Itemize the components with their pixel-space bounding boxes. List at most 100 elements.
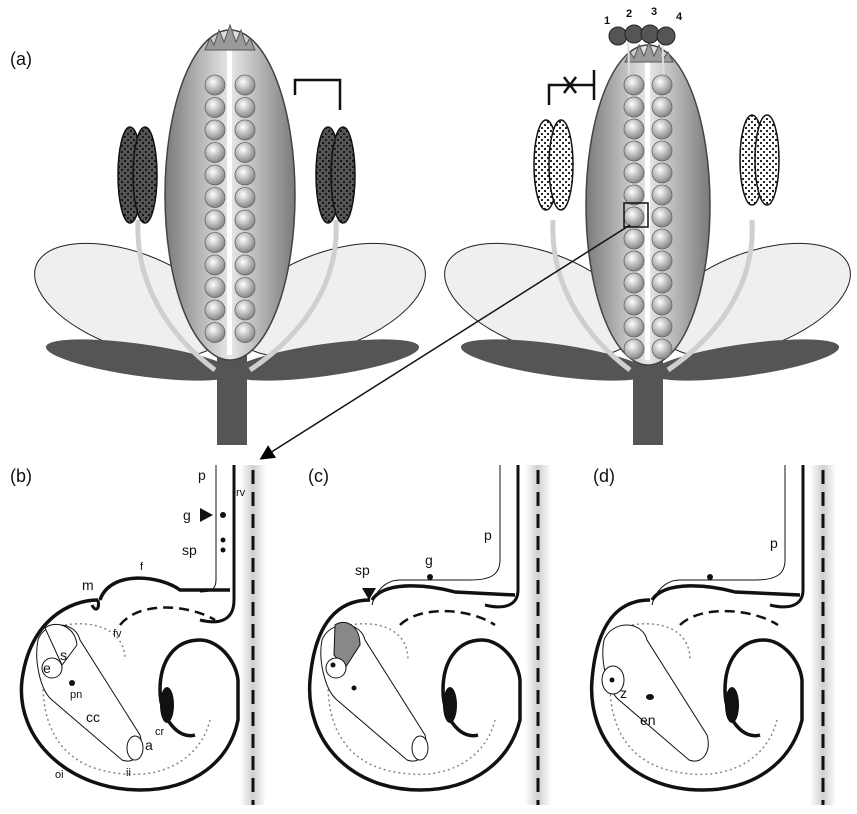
ovule (652, 339, 672, 359)
endosperm-sac (603, 625, 708, 761)
label-p: p (484, 527, 492, 543)
label-en: en (640, 712, 656, 728)
label-rv: rv (236, 487, 246, 499)
central-cell (37, 625, 142, 761)
ovule (624, 251, 644, 271)
egg-cell (326, 658, 346, 678)
ovule (235, 143, 255, 163)
label-g: g (183, 507, 191, 523)
zygote-nucleus (610, 678, 615, 683)
ovule (652, 141, 672, 161)
ovule (205, 98, 225, 118)
label-oi: oi (55, 769, 64, 781)
panel-label-d: (d) (593, 466, 615, 486)
ovule (205, 278, 225, 298)
ovule (624, 185, 644, 205)
pollen-grain (625, 25, 643, 43)
flower-left (20, 25, 441, 445)
ovule (235, 233, 255, 253)
label-p: p (770, 535, 778, 551)
endosperm-nucleus (646, 694, 654, 700)
label-z: z (620, 685, 627, 701)
ovule (235, 300, 255, 320)
placenta-wall (200, 465, 234, 622)
ovule (235, 255, 255, 275)
ovule (652, 207, 672, 227)
label-ii: ii (126, 767, 131, 779)
ovule (235, 98, 255, 118)
label-m: m (82, 577, 94, 593)
ovule (652, 75, 672, 95)
ovule (652, 229, 672, 249)
pollination-bracket (295, 80, 340, 110)
chalaza (725, 687, 739, 723)
funicular-vascular (120, 608, 215, 626)
ovule (652, 119, 672, 139)
ovule (235, 75, 255, 95)
ovule (205, 75, 225, 95)
generative-nucleus (220, 512, 226, 518)
label-fv: fv (113, 628, 122, 640)
anther-right-front (331, 127, 355, 223)
ovule (205, 143, 225, 163)
polar-nucleus (69, 680, 75, 686)
stigma-lobe-3: 3 (651, 6, 657, 18)
ovule (235, 165, 255, 185)
ovule (624, 97, 644, 117)
stigma-lobe-1: 1 (604, 15, 610, 27)
antipodal-cells (127, 736, 143, 760)
ovule (624, 317, 644, 337)
ovule (624, 207, 644, 227)
ovule (624, 273, 644, 293)
septum (227, 45, 232, 355)
ovule (652, 185, 672, 205)
anther-right-front (755, 115, 779, 205)
sperm-cell (221, 538, 226, 543)
arrow-g (200, 508, 213, 522)
funicular-vascular (680, 611, 778, 625)
label-pn: pn (70, 689, 82, 701)
ovule (624, 339, 644, 359)
sperm-in-central (352, 686, 357, 691)
label-sp: sp (182, 542, 197, 558)
ovule (624, 119, 644, 139)
ovule (235, 278, 255, 298)
funicular-vascular (400, 611, 495, 625)
pollen-grain (609, 27, 627, 45)
pollen-tube (372, 465, 500, 605)
pollen-grain (641, 25, 659, 43)
flower-right: 1 2 3 4 (430, 6, 857, 445)
panel-label-a: (a) (10, 49, 32, 69)
funiculus-outline (372, 586, 515, 600)
ovule-section-b: p rv g sp m f fv e s pn cr cc a ii oi (21, 465, 266, 805)
label-cc: cc (86, 709, 100, 725)
label-sp: sp (355, 562, 370, 578)
sperm-in-egg (331, 663, 336, 668)
pollen-grain (657, 27, 675, 45)
ovule (624, 295, 644, 315)
chalaza (160, 687, 174, 723)
ovule (235, 210, 255, 230)
ovule-section-d: p z en (592, 465, 836, 805)
ovule (205, 255, 225, 275)
label-g: g (425, 552, 433, 568)
panel-label-b: (b) (10, 466, 32, 486)
label-f: f (140, 561, 144, 573)
ovule (205, 233, 225, 253)
chalaza (443, 687, 457, 723)
anther-left-front (549, 120, 573, 210)
ovule (235, 188, 255, 208)
label-s: s (60, 647, 67, 663)
ovule (652, 273, 672, 293)
ovule (652, 251, 672, 271)
funiculus-outline (100, 578, 230, 600)
label-e: e (43, 660, 51, 676)
antipodal-cells (412, 736, 428, 760)
ovule (205, 210, 225, 230)
stigma-lobe-4: 4 (676, 11, 683, 23)
pollen-tube (200, 465, 216, 592)
ovule (652, 295, 672, 315)
pollen-tube (652, 465, 785, 605)
ovule (624, 141, 644, 161)
